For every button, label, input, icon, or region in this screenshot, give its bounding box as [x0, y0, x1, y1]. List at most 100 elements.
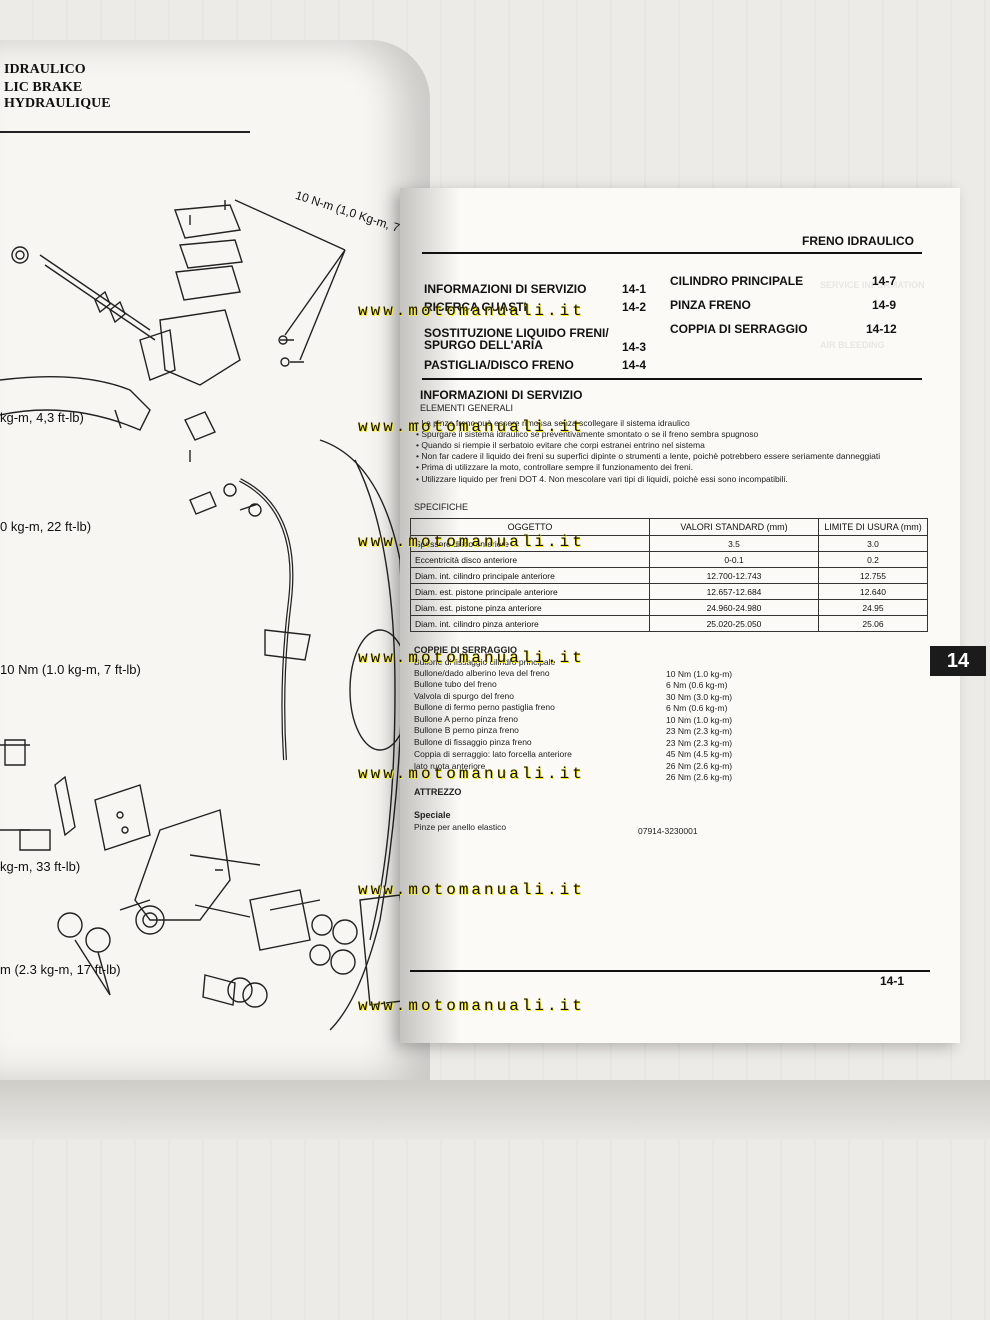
torque-label-4: 10 Nm (1.0 kg-m, 7 ft-lb) [0, 662, 141, 677]
table-cell: 24.95 [818, 599, 928, 616]
torque-value: 10 Nm (1.0 kg-m) [666, 715, 733, 725]
torque-item: Bullone di fermo perno pastiglia freno [414, 702, 555, 712]
torque-title: COPPIE DI SERRAGGIO [414, 645, 518, 655]
watermark: www.motomanuali.it [358, 649, 585, 667]
left-heading-1: IDRAULICO [4, 62, 86, 77]
watermark: www.motomanuali.it [358, 533, 585, 551]
chapter-title: FRENO IDRAULICO [802, 234, 914, 248]
table-cell: Diam. est. pistone pinza anteriore [410, 599, 650, 616]
table-cell: 25.020-25.050 [649, 615, 819, 632]
bullet-item: • Prima di utilizzare la moto, controlla… [416, 462, 693, 472]
table-cell: 24.960-24.980 [649, 599, 819, 616]
footer-rule [410, 970, 930, 972]
torque-label-6: m (2.3 kg-m, 17 ft-lb) [0, 962, 121, 977]
bullet-item: • Quando si riempie il serbatoio evitare… [416, 440, 705, 450]
watermark: www.motomanuali.it [358, 881, 585, 899]
torque-item: lato ruota anteriore [414, 761, 486, 771]
table-cell: 12.755 [818, 567, 928, 584]
torque-item: Coppia di serraggio: lato forcella anter… [414, 749, 572, 759]
tool-code: 07914-3230001 [638, 826, 698, 836]
torque-value: 45 Nm (4.5 kg-m) [666, 749, 733, 759]
watermark: www.motomanuali.it [358, 997, 585, 1015]
table-row: Diam. int. cilindro principale anteriore… [410, 567, 928, 584]
toc-item: COPPIA DI SERRAGGIO [670, 322, 808, 336]
torque-item: Bullone/dado alberino leva del freno [414, 668, 550, 678]
torque-item: Valvola di spurgo del freno [414, 691, 515, 701]
table-cell: 0-0.1 [649, 551, 819, 568]
torque-value: 23 Nm (2.3 kg-m) [666, 726, 733, 736]
left-heading-2: LIC BRAKE [4, 80, 83, 95]
torque-value: 10 Nm (1.0 kg-m) [666, 669, 733, 679]
torque-item: Bullone di fissaggio cilindro principale [414, 657, 556, 667]
table-cell: 12.640 [818, 583, 928, 600]
page-number: 14-1 [880, 974, 905, 988]
tools-title: ATTREZZO [414, 787, 462, 797]
table-cell: 3.5 [649, 535, 819, 552]
bullet-item: • La pinza freno può essere rimossa senz… [416, 418, 690, 428]
bullet-item: • Non far cadere il liquido dei freni su… [416, 451, 881, 461]
toc-item: SPURGO DELL'ARIA [424, 338, 543, 352]
toc-page: 14-4 [622, 358, 647, 372]
tools-subtitle: Speciale [414, 810, 451, 820]
torque-item: Bullone di fissaggio pinza freno [414, 737, 532, 747]
toc-page: 14-9 [872, 298, 897, 312]
torque-item: Bullone A perno pinza freno [414, 714, 518, 724]
table-row: Diam. est. pistone principale anteriore … [410, 583, 928, 600]
watermark: www.motomanuali.it [358, 302, 585, 320]
service-info-subtitle: ELEMENTI GENERALI [420, 403, 514, 413]
table-row: Diam. int. cilindro pinza anteriore 25.0… [410, 615, 928, 632]
service-info-title: INFORMAZIONI DI SERVIZIO [420, 388, 583, 402]
toc-item: RICERCA GUASTI [424, 300, 527, 314]
toc-page: 14-7 [872, 274, 897, 288]
specifications-title: SPECIFICHE [414, 502, 469, 512]
watermark: www.motomanuali.it [358, 765, 585, 783]
toc-page: 14-1 [622, 282, 647, 296]
table-cell: Eccentricità disco anteriore [410, 551, 650, 568]
torque-value: 26 Nm (2.6 kg-m) [666, 772, 733, 782]
chapter-tab: 14 [930, 646, 986, 676]
torque-value: 6 Nm (0.6 kg-m) [666, 703, 728, 713]
title-rule [422, 252, 922, 254]
table-cell: Diam. est. pistone principale anteriore [410, 583, 650, 600]
column-header: VALORI STANDARD (mm) [649, 518, 819, 536]
torque-value: 30 Nm (3.0 kg-m) [666, 692, 733, 702]
toc-page: 14-3 [622, 340, 647, 354]
torque-label-3: 0 kg-m, 22 ft-lb) [0, 519, 92, 534]
bullet-item: • Spurgare il sistema idraulico se preve… [416, 429, 759, 439]
left-page: IDRAULICO LIC BRAKE HYDRAULIQUE 10 N-m (… [0, 40, 430, 1080]
table-cell: 3.0 [818, 535, 928, 552]
table-cell: Diam. int. cilindro principale anteriore [410, 567, 650, 584]
right-page: FRENO IDRAULICO INFORMAZIONI DI SERVIZIO… [400, 188, 960, 1043]
toc-page: 14-12 [866, 322, 897, 336]
table-cell: 0.2 [818, 551, 928, 568]
show-through-text: SERVICE INFORMATION [820, 280, 925, 290]
show-through-text: AIR BLEEDING [820, 340, 885, 350]
table-row: Diam. est. pistone pinza anteriore 24.96… [410, 599, 928, 616]
watermark: www.motomanuali.it [358, 418, 585, 436]
bullet-item: • Utilizzare liquido per freni DOT 4. No… [416, 474, 788, 484]
book-shadow [0, 1080, 990, 1140]
exploded-brake-diagram [0, 131, 411, 1031]
toc-item: CILINDRO PRINCIPALE [670, 274, 804, 288]
torque-label-5: kg-m, 33 ft-lb) [0, 859, 81, 874]
table-cell: Diam. int. cilindro pinza anteriore [410, 615, 650, 632]
torque-item: Bullone tubo del freno [414, 679, 497, 689]
table-row: Eccentricità disco anteriore 0-0.1 0.2 [410, 551, 928, 568]
torque-value: 6 Nm (0.6 kg-m) [666, 680, 728, 690]
toc-item: PINZA FRENO [670, 298, 751, 312]
toc-item: SOSTITUZIONE LIQUIDO FRENI/ [424, 326, 609, 340]
table-cell: 12.700-12.743 [649, 567, 819, 584]
toc-page: 14-2 [622, 300, 647, 314]
left-heading-3: HYDRAULIQUE [4, 96, 111, 111]
column-header: LIMITE DI USURA (mm) [818, 518, 928, 536]
torque-label-2: kg-m, 4,3 ft-lb) [0, 410, 84, 425]
specifications-table: OGGETTO VALORI STANDARD (mm) LIMITE DI U… [410, 518, 928, 632]
torque-value: 26 Nm (2.6 kg-m) [666, 761, 733, 771]
torque-value: 23 Nm (2.3 kg-m) [666, 738, 733, 748]
tool-item: Pinze per anello elastico [414, 822, 507, 832]
table-cell: 12.657-12.684 [649, 583, 819, 600]
toc-item: PASTIGLIA/DISCO FRENO [424, 358, 574, 372]
table-cell: 25.06 [818, 615, 928, 632]
toc-item: INFORMAZIONI DI SERVIZIO [424, 282, 587, 296]
toc-rule [422, 378, 922, 380]
